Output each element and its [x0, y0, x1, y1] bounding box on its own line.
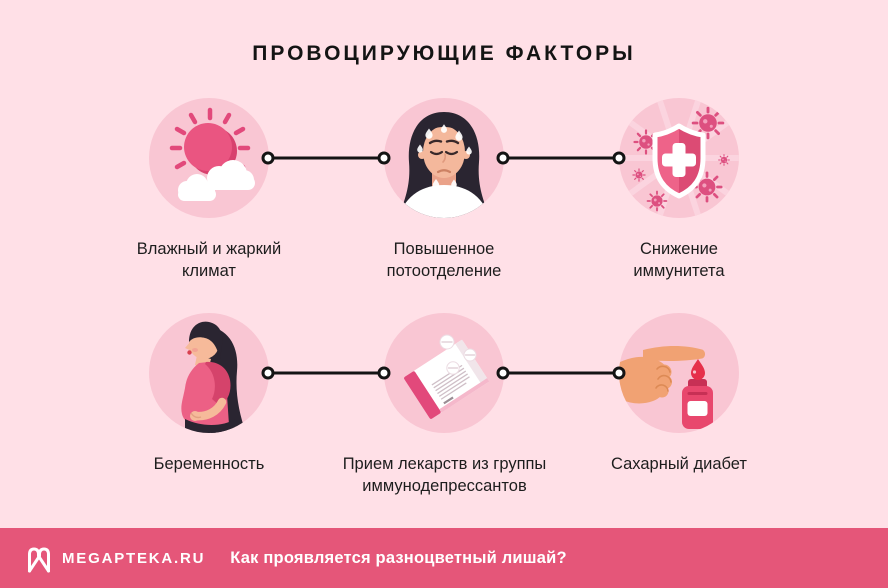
factor-label-sweating: Повышенное потоотделение	[386, 240, 502, 280]
factor-label-medication: Прием лекарств из группы иммунодепрессан…	[342, 455, 547, 495]
factor-circle-immunity	[619, 98, 739, 218]
factor-circle-diabetes	[619, 313, 739, 433]
brand-name: MEGAPTEKA.RU	[62, 549, 206, 567]
factor-label-immunity: Снижение иммунитета	[633, 240, 725, 280]
immunity-shield-icon	[619, 98, 739, 218]
factor-label-diabetes: Сахарный диабет	[611, 455, 747, 473]
finger-blood-glucose-icon	[619, 313, 739, 433]
factor-circle-climate	[149, 98, 269, 218]
megapteka-m-logo-icon	[28, 547, 50, 573]
factor-circle-pregnancy	[149, 313, 269, 433]
footer-bar: MEGAPTEKA.RU Как проявляется разноцветны…	[0, 528, 888, 588]
connector-row1-left	[260, 148, 392, 168]
connector-row2-right	[495, 363, 627, 383]
sweating-woman-icon	[384, 98, 504, 218]
factor-label-pregnancy: Беременность	[153, 455, 265, 473]
pregnant-woman-icon	[149, 313, 269, 433]
page-title: ПРОВОЦИРУЮЩИЕ ФАКТОРЫ	[252, 42, 636, 65]
factor-label-climate: Влажный и жаркий климат	[136, 240, 282, 280]
connector-row1-right	[495, 148, 627, 168]
sun-and-clouds-icon	[149, 98, 269, 218]
medicine-box-icon	[384, 313, 504, 433]
footer-question: Как проявляется разноцветный лишай?	[230, 548, 567, 567]
factor-circle-sweating	[384, 98, 504, 218]
factor-circle-medication	[384, 313, 504, 433]
connector-row2-left	[260, 363, 392, 383]
